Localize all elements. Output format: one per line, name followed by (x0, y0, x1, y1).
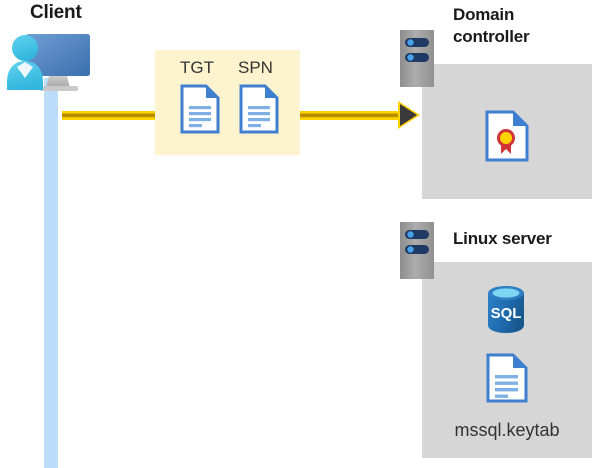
client-title: Client (30, 2, 82, 23)
keytab-document-icon (486, 353, 528, 403)
domain-controller-title: Domain controller (453, 4, 593, 48)
flow-arrowhead-icon (400, 104, 417, 126)
certificate-document-icon (485, 110, 529, 162)
sql-database-icon: SQL (483, 283, 529, 335)
spn-label: SPN (238, 58, 273, 77)
domain-controller-title-line2: controller (453, 27, 530, 46)
keytab-filename-label: mssql.keytab (454, 420, 560, 440)
linux-server-rack-icon (400, 222, 434, 279)
tgt-document-icon (180, 84, 220, 134)
domain-controller-server-rack-icon (400, 30, 434, 87)
linux-server-title: Linux server (453, 229, 552, 248)
user-workstation-icon (4, 26, 96, 102)
flow-line-left (62, 111, 157, 120)
spn-document-icon (239, 84, 279, 134)
sql-icon-label: SQL (491, 305, 522, 322)
domain-controller-title-line1: Domain (453, 5, 515, 24)
client-lifeline (44, 78, 58, 468)
tgt-label: TGT (180, 58, 214, 77)
flow-line-right (297, 111, 402, 120)
